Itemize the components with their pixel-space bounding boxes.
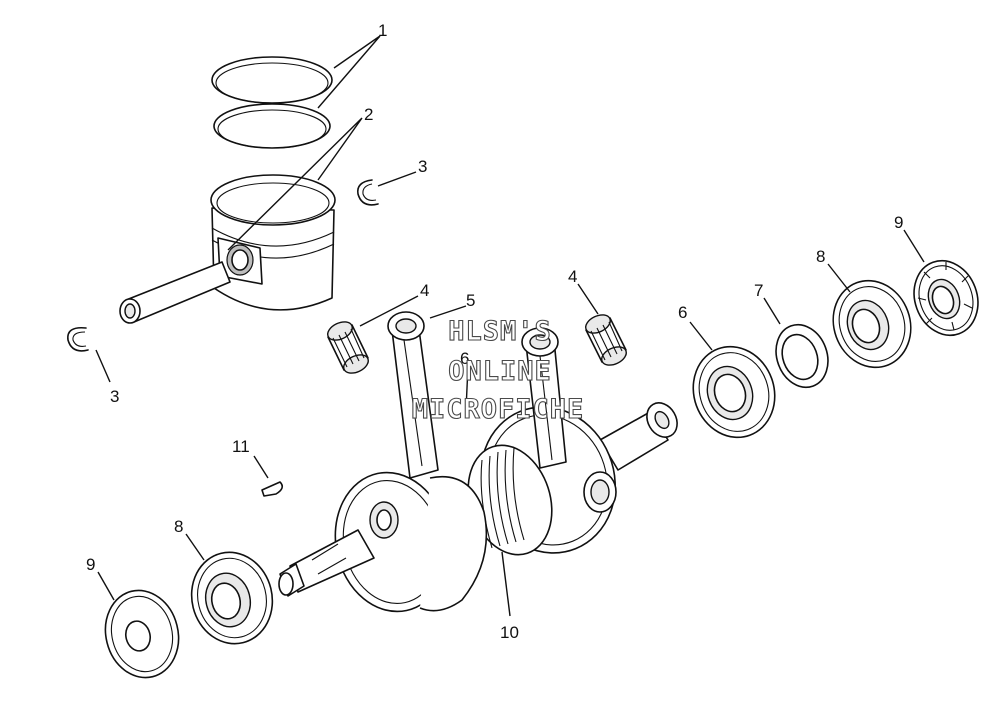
callout-6-center: 6 xyxy=(460,349,469,368)
callout-8-left: 8 xyxy=(174,517,183,536)
callout-1: 1 xyxy=(378,21,387,40)
connecting-rod-left xyxy=(387,311,439,479)
circlip-left xyxy=(67,326,89,352)
callout-11: 11 xyxy=(232,437,250,456)
crankshaft-assembly xyxy=(278,402,678,613)
needle-bearing-right xyxy=(585,314,627,366)
needle-bearing-left xyxy=(327,321,369,374)
callout-9-right: 9 xyxy=(894,213,903,232)
woodruff-key xyxy=(261,481,284,497)
leader-lines xyxy=(95,35,925,617)
callout-4-right: 4 xyxy=(568,267,577,286)
shim-ring xyxy=(775,323,829,389)
watermark: HLSM'S ONLINE MICROFICHE xyxy=(411,315,585,425)
callout-labels: 1 2 3 3 4 4 5 6 6 7 8 8 9 9 10 11 xyxy=(86,21,903,642)
callout-6-right: 6 xyxy=(678,303,687,322)
callout-8-right: 8 xyxy=(816,247,825,266)
bearing-left xyxy=(190,551,274,645)
watermark-line-1: HLSM'S xyxy=(448,316,552,347)
piston-pin xyxy=(119,261,231,324)
oil-seal-left xyxy=(104,589,180,679)
callout-3-left: 3 xyxy=(110,387,119,406)
callout-10: 10 xyxy=(500,623,519,642)
piston-rings xyxy=(211,56,333,149)
bearing-right xyxy=(832,279,912,369)
callout-3-right: 3 xyxy=(418,157,427,176)
oil-seal-right xyxy=(913,259,979,337)
connecting-rod-right xyxy=(521,327,567,469)
watermark-line-3: MICROFICHE xyxy=(412,394,585,425)
watermark-line-2: ONLINE xyxy=(448,356,552,387)
circlip-right xyxy=(356,179,379,206)
callout-2: 2 xyxy=(364,105,373,124)
callout-7: 7 xyxy=(754,281,763,300)
callout-9-left: 9 xyxy=(86,555,95,574)
piston xyxy=(210,174,336,311)
callout-5: 5 xyxy=(466,291,475,310)
main-bearing-right xyxy=(692,345,776,439)
callout-4-left: 4 xyxy=(420,281,429,300)
